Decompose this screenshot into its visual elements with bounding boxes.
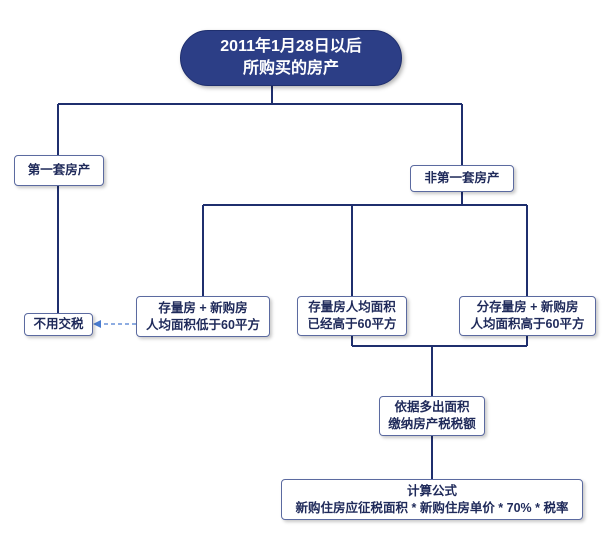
first-home-node: 第一套房产 [14,155,104,186]
root-line2: 所购买的房产 [242,60,339,77]
root-line1: 2011年1月28日以后 [220,38,362,55]
first-home-label: 第一套房产 [27,163,91,177]
case-c-line2: 人均面积高于60平方 [470,317,585,331]
case-a-line2: 人均面积低于60平方 [146,317,260,332]
root-node: 2011年1月28日以后 所购买的房产 [180,30,402,86]
case-c-node: 分存量房 + 新购房 人均面积高于60平方 [459,296,596,336]
tax-basis-line2: 缴纳房产税税额 [388,417,476,431]
not-first-home-label: 非第一套房产 [424,171,500,185]
formula-node: 计算公式 新购住房应征税面积 * 新购住房单价 * 70% * 税率 [281,479,583,520]
case-b-line1: 存量房人均面积 [308,300,396,314]
not-first-home-node: 非第一套房产 [410,165,514,192]
formula-title: 计算公式 [406,483,457,498]
case-a-node: 存量房 + 新购房 人均面积低于60平方 [136,296,270,337]
no-tax-node: 不用交税 [24,313,93,336]
tax-basis-line1: 依据多出面积 [394,400,470,414]
case-b-node: 存量房人均面积 已经高于60平方 [297,296,407,336]
tax-basis-node: 依据多出面积 缴纳房产税税额 [379,396,485,436]
formula-text: 新购住房应征税面积 * 新购住房单价 * 70% * 税率 [295,500,569,515]
case-c-line1: 分存量房 + 新购房 [476,300,579,314]
no-tax-label: 不用交税 [33,317,84,331]
dashed-arrow-head [93,320,101,328]
case-a-line1: 存量房 + 新购房 [158,300,248,315]
case-b-line2: 已经高于60平方 [307,317,397,331]
